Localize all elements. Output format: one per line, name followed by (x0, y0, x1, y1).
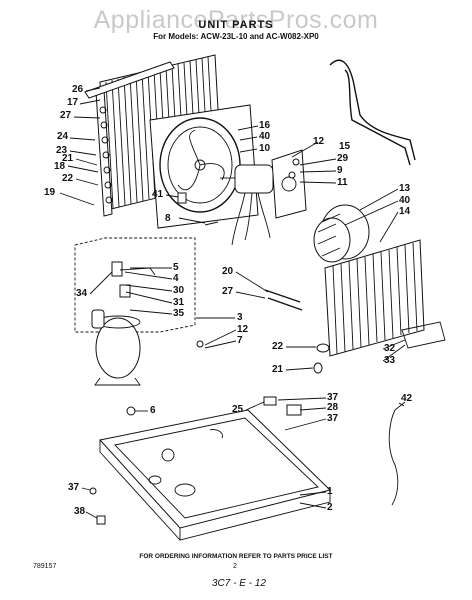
callout-9: 9 (337, 165, 343, 176)
callout-6: 6 (150, 405, 156, 416)
callout-25: 25 (232, 404, 244, 415)
callout-10: 10 (259, 143, 271, 154)
callout-12-b: 12 (237, 324, 249, 335)
callout-23: 23 (56, 145, 68, 156)
callout-29: 29 (337, 153, 349, 164)
callout-22-b: 22 (272, 341, 284, 352)
callout-37: 37 (327, 392, 339, 403)
callout-4: 4 (173, 273, 179, 284)
callout-34: 34 (76, 288, 88, 299)
callout-21-b: 21 (272, 364, 284, 375)
callout-2: 2 (327, 502, 333, 513)
compressor (74, 237, 196, 386)
callout-3: 3 (237, 312, 243, 323)
callout-32: 32 (384, 343, 396, 354)
callout-11: 11 (337, 177, 348, 188)
blower-wheel (313, 204, 370, 263)
callout-35: 35 (173, 308, 185, 319)
callout-26: 26 (72, 84, 84, 95)
power-cord (388, 401, 406, 506)
callout-7: 7 (237, 335, 243, 346)
models-subtitle: For Models: ACW-23L-10 and AC-W082-XP0 (153, 32, 319, 41)
seal-strip (84, 61, 175, 99)
callout-27-b: 27 (222, 286, 234, 297)
drain-tube (264, 289, 303, 311)
page-title: UNIT PARTS (198, 19, 274, 31)
callout-5: 5 (173, 262, 179, 273)
callout-31: 31 (173, 297, 185, 308)
callout-22: 22 (62, 173, 74, 184)
callout-33: 33 (384, 355, 396, 366)
page-number: 2 (233, 563, 237, 570)
callout-30: 30 (173, 285, 185, 296)
small-hardware (89, 158, 446, 525)
callout-37-b: 37 (327, 413, 339, 424)
document-number: 789157 (33, 563, 57, 570)
callout-14: 14 (399, 206, 411, 217)
callout-17: 17 (67, 97, 79, 108)
callout-38: 38 (74, 506, 86, 517)
evaporator-coil (324, 239, 425, 357)
callout-1: 1 (327, 486, 333, 497)
callout-42: 42 (401, 393, 413, 404)
callout-19: 19 (44, 187, 56, 198)
callout-21: 21 (62, 153, 74, 164)
leader-lines (59, 87, 406, 519)
callout-41: 41 (152, 189, 164, 200)
callout-13: 13 (399, 183, 411, 194)
callout-40-b: 40 (399, 195, 411, 206)
callout-12: 12 (313, 136, 325, 147)
callout-37-c: 37 (68, 482, 80, 493)
callout-40: 40 (259, 131, 271, 142)
callout-24: 24 (57, 131, 69, 142)
ordering-instructions: FOR ORDERING INFORMATION REFER TO PARTS … (139, 553, 333, 560)
tubing (329, 59, 416, 166)
callout-8: 8 (165, 213, 171, 224)
handwritten-code: 3C7 - E - 12 (212, 578, 266, 589)
base-pan (99, 409, 331, 541)
fan-motor (220, 149, 307, 246)
callout-27: 27 (60, 110, 72, 121)
callout-20: 20 (222, 266, 234, 277)
callout-28: 28 (327, 402, 339, 413)
callout-18: 18 (54, 161, 66, 172)
watermark: AppliancePartsPros.com (93, 6, 379, 34)
callout-15: 15 (339, 141, 351, 152)
callout-16: 16 (259, 120, 271, 131)
